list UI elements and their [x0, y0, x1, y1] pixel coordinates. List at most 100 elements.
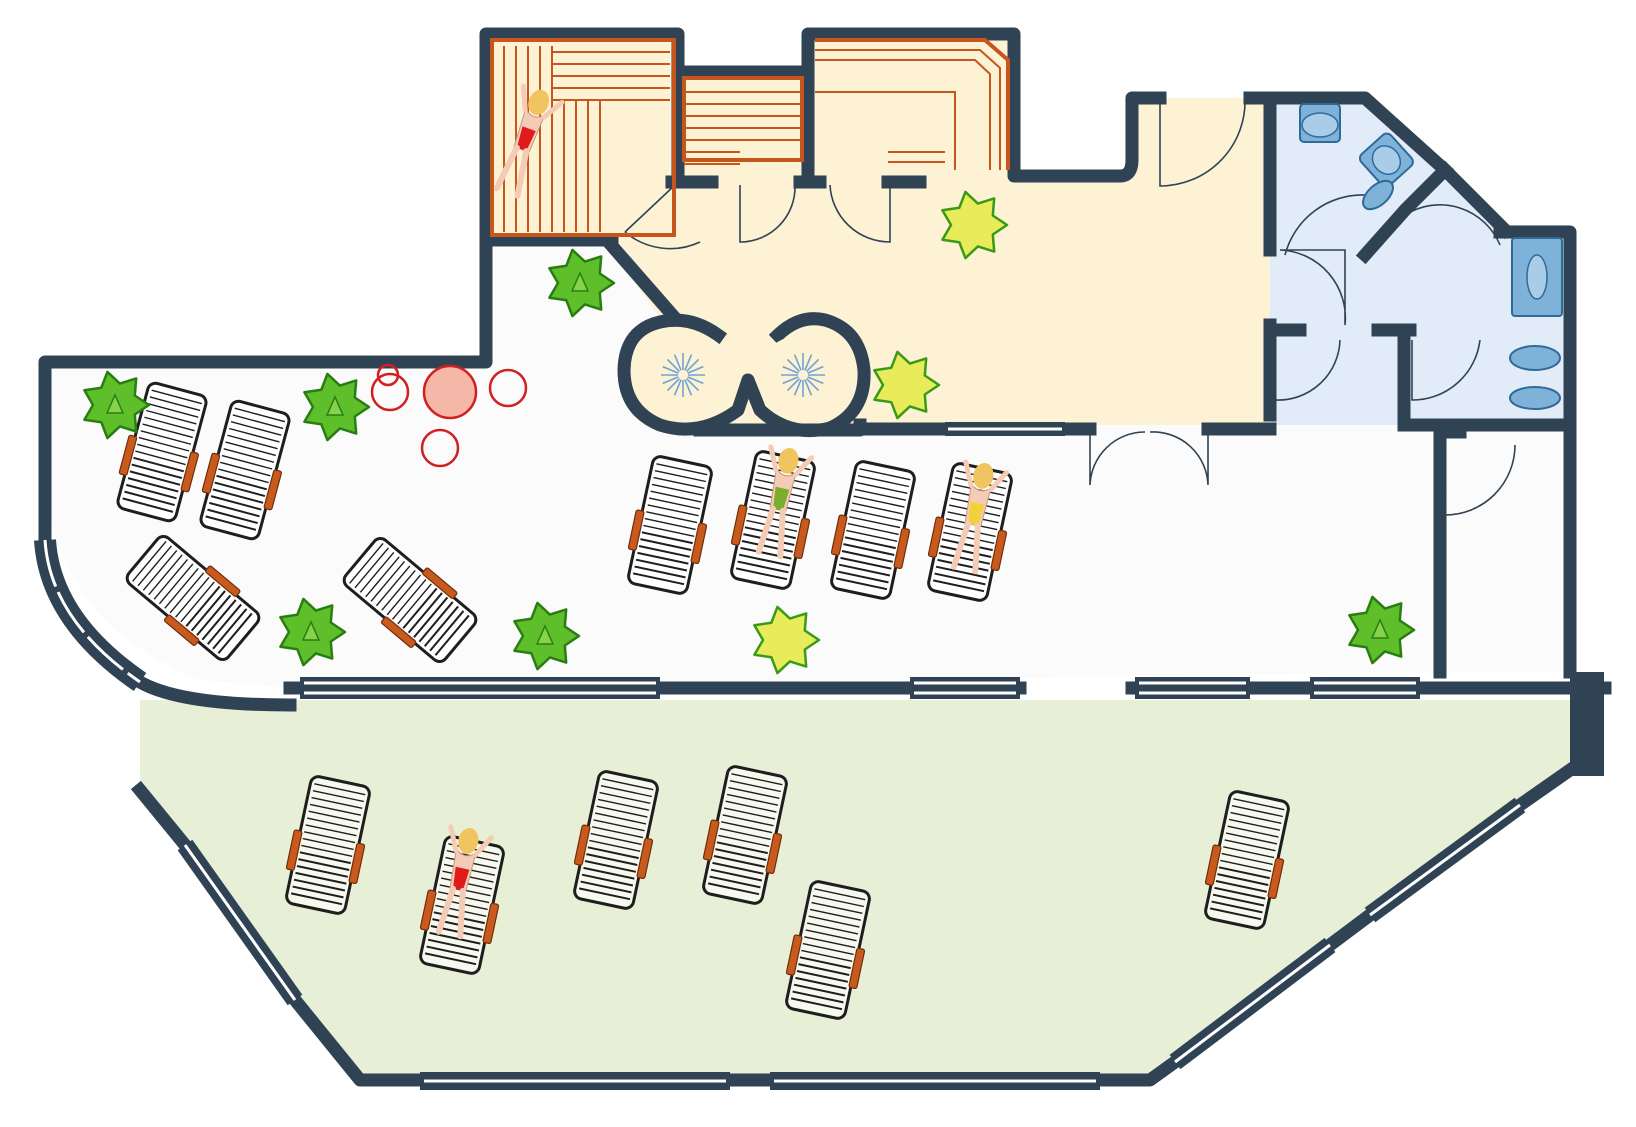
lounger-slat	[718, 834, 770, 847]
toilet-3	[1511, 237, 1563, 317]
bench-cabin-2-outer	[682, 76, 804, 162]
bench-cabin-2-slats	[684, 91, 802, 165]
lounger-slat	[1233, 798, 1285, 811]
lounger-slat	[805, 929, 857, 942]
lounger-armrest	[118, 434, 138, 476]
lounger-slat	[370, 560, 406, 602]
lounger-slat	[721, 821, 773, 834]
sunbather-hair	[778, 447, 799, 474]
lounger-slat	[644, 517, 696, 531]
sunbather-legs	[755, 505, 786, 560]
lounger-armrest	[793, 517, 811, 560]
lounger-slat	[424, 952, 477, 966]
lounger-slat	[596, 805, 648, 818]
sunbather-hair	[458, 827, 479, 854]
lounger-slat	[801, 949, 853, 962]
lounger-slat	[429, 931, 481, 945]
pool-jet-1	[661, 353, 705, 397]
lounger-slat	[597, 798, 650, 811]
lounger-armrest	[419, 889, 437, 931]
lounger-slat	[935, 565, 988, 579]
lounger-slat	[937, 558, 989, 572]
green-plant	[303, 372, 371, 442]
lounger-slat	[299, 851, 351, 865]
lounger-slat	[311, 796, 363, 810]
sun-lounger	[830, 460, 916, 600]
wall-diagonal-pool	[602, 236, 685, 328]
lounger-slat	[841, 550, 894, 563]
lounger-slat	[129, 470, 181, 486]
lounger-slat	[725, 800, 777, 813]
lounger-slat	[798, 963, 850, 976]
lounger-armrest	[348, 842, 366, 885]
lounger-slat	[737, 560, 789, 574]
jet-ray	[685, 358, 700, 373]
lounger-slat	[643, 524, 695, 537]
lounger-slat	[135, 450, 186, 466]
bistro-chair-4	[376, 363, 400, 387]
lounger-slat	[811, 901, 863, 915]
wall-terrace-right-post	[1570, 672, 1604, 776]
lounger-armrest	[830, 514, 848, 556]
sunbather-swimsuit	[968, 501, 985, 526]
lounger-slat	[634, 565, 686, 579]
lounger-slat	[809, 908, 862, 921]
lounger-slat	[426, 945, 478, 959]
door-cabin-2	[739, 184, 796, 243]
lounger-slat	[638, 545, 691, 558]
lounger-slat	[207, 508, 258, 525]
lounger-slat	[747, 512, 799, 526]
lounger-slat	[589, 839, 641, 852]
bistro-chair-1	[370, 372, 410, 412]
lounger-slat	[140, 430, 192, 445]
bench-cabin-3	[815, 38, 1010, 170]
lounger-slat	[1221, 852, 1273, 866]
sunbather-legs	[950, 520, 981, 575]
window-frame-3	[1135, 677, 1250, 699]
jet-ray	[807, 365, 824, 374]
lounger-slat	[943, 531, 995, 544]
jet-ray	[685, 377, 700, 392]
lounger-slat	[375, 565, 411, 607]
lounger-slat	[212, 488, 264, 504]
lounger-slat	[201, 599, 237, 641]
door-cabin-1	[624, 184, 701, 250]
lounger-slat	[653, 476, 705, 490]
lounger-slat	[651, 483, 704, 496]
lounger-slat	[434, 614, 470, 656]
lounger-slat	[941, 538, 993, 552]
lounger-slat	[381, 569, 416, 611]
corridor-floor	[1440, 425, 1570, 672]
lounger-slat	[934, 572, 986, 586]
lounger-armrest	[380, 616, 417, 648]
bench-cabin-2	[682, 76, 804, 165]
window-frame-2	[910, 677, 1020, 699]
lounger-slat	[391, 578, 427, 620]
lounger-slat	[637, 551, 689, 565]
toilet-2	[1362, 179, 1394, 211]
lounger-slat	[314, 783, 366, 796]
lounger-slat	[293, 878, 346, 892]
jet-ray	[804, 354, 813, 371]
lounger-slat	[153, 558, 189, 600]
lounger-slat	[122, 497, 174, 513]
lounger-armrest	[927, 516, 945, 558]
lounger-slat	[292, 885, 344, 899]
lounger-slat	[296, 865, 349, 878]
lounger-armrest	[180, 451, 199, 493]
lounger-slat	[731, 773, 783, 786]
lounger-slat	[741, 540, 794, 553]
lounger-slat	[142, 549, 178, 591]
window-terrace-right-2-glass	[1369, 803, 1521, 917]
lounger-slat	[306, 817, 359, 830]
plunge-pool-1	[638, 335, 728, 415]
lounger-slat	[648, 497, 701, 510]
lounger-slat	[210, 495, 262, 511]
window-lounge-curve-glass	[43, 539, 141, 684]
lounger-slat	[796, 970, 849, 983]
lounger-slat	[164, 567, 199, 609]
sun-lounger	[125, 535, 261, 661]
lounger-slat	[1215, 880, 1268, 893]
window-terrace-right-1-glass	[1174, 943, 1331, 1064]
wall-restroom-top	[1243, 91, 1455, 180]
